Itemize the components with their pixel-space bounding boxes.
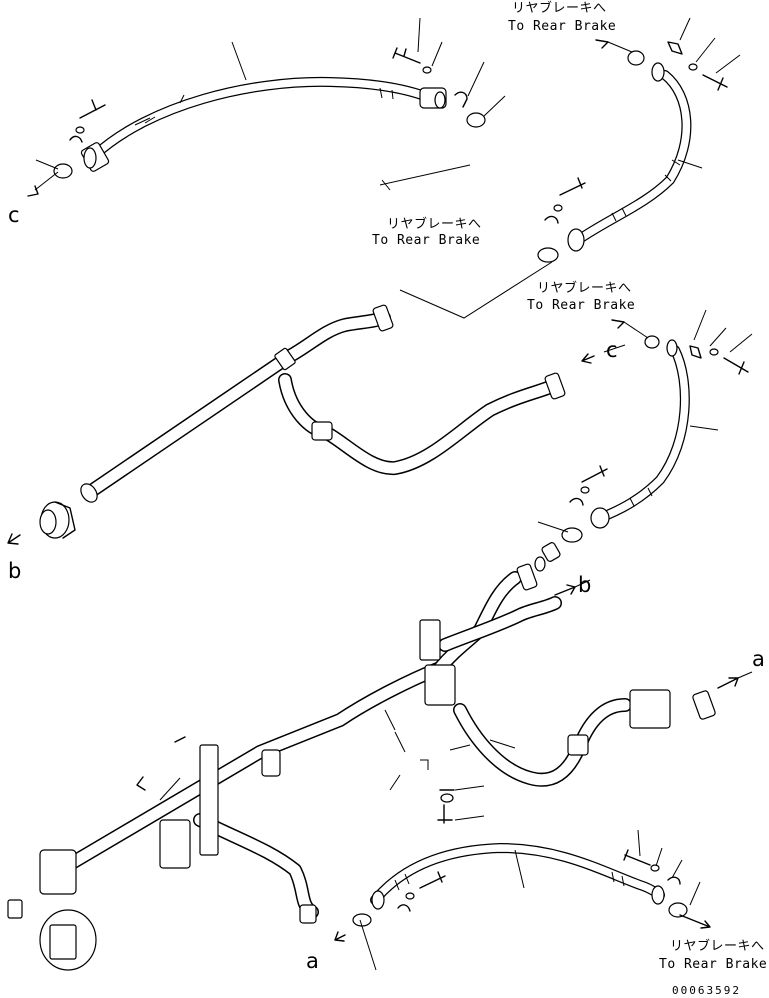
label-group-bottom: リヤブレーキへ To Rear Brake: [659, 938, 767, 972]
connection-label-b-2: b: [578, 573, 591, 597]
rear-brake-jp-label-1: リヤブレーキへ: [512, 0, 607, 16]
connection-label-b-1: b: [8, 559, 21, 583]
rear-brake-jp-label-4: リヤブレーキへ: [670, 938, 765, 954]
connection-label-a-2: a: [306, 949, 319, 973]
bottom-hose: [334, 829, 711, 971]
part-code: 00063592: [672, 984, 741, 997]
connection-label-a-1: a: [752, 647, 765, 671]
label-group-top: リヤブレーキへ To Rear Brake: [508, 0, 616, 34]
lower-frame-assembly: [7, 563, 753, 971]
rear-brake-en-label-2: To Rear Brake: [372, 233, 480, 248]
connection-label-c-2: c: [606, 338, 618, 362]
rear-brake-jp-label-2: リヤブレーキへ: [387, 216, 482, 232]
middle-right-hose: [534, 309, 753, 572]
middle-pipe-assembly: [7, 164, 566, 545]
rear-brake-en-label-1: To Rear Brake: [508, 19, 616, 34]
rear-brake-jp-label-3: リヤブレーキへ: [537, 280, 632, 296]
label-group-mid: リヤブレーキへ To Rear Brake: [372, 216, 482, 248]
connection-label-c-1: c: [8, 203, 20, 227]
rear-brake-en-label-3: To Rear Brake: [527, 298, 635, 313]
top-left-hose: [27, 17, 506, 197]
label-group-right: リヤブレーキへ To Rear Brake: [527, 280, 635, 313]
rear-brake-en-label-4: To Rear Brake: [659, 957, 767, 972]
top-right-hose: [537, 17, 741, 263]
